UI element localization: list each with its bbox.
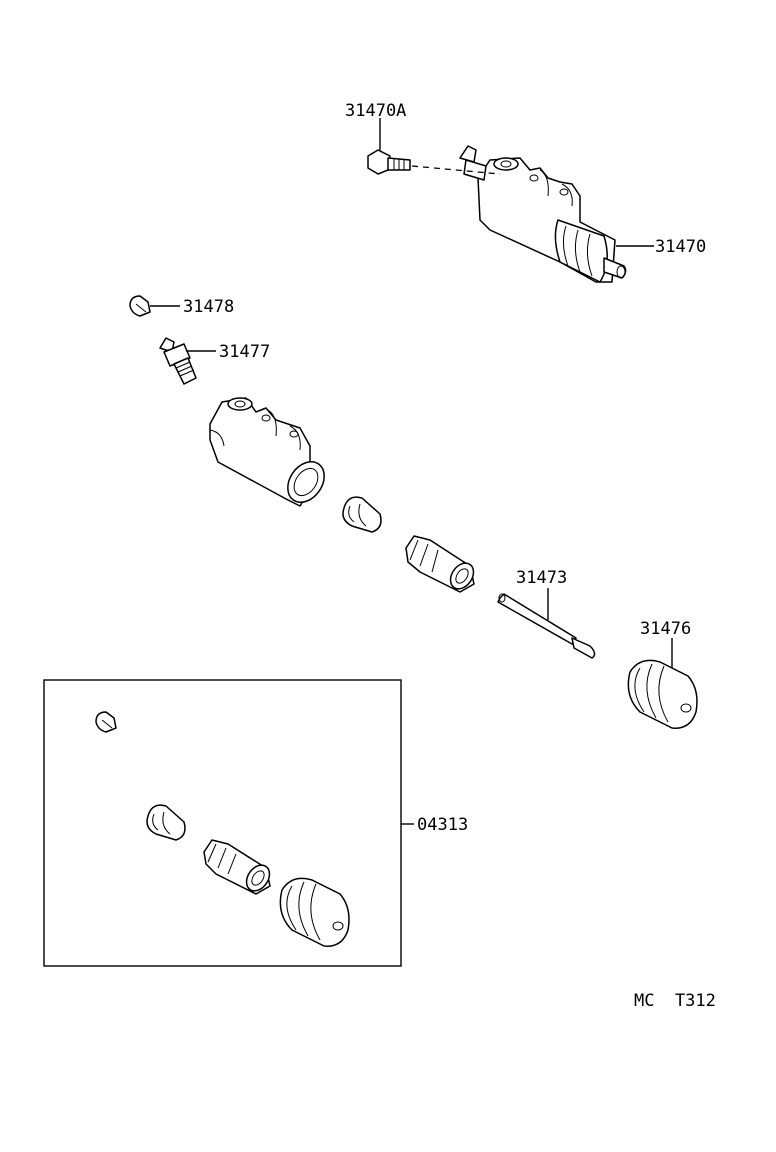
bleeder-plug-31477	[159, 337, 197, 385]
kit-bleeder-cap	[95, 711, 117, 733]
label-31478: 31478	[183, 297, 234, 317]
bleeder-cap-31478	[129, 295, 151, 317]
label-31473: 31473	[516, 568, 567, 588]
kit-piston	[203, 839, 271, 895]
label-04313: 04313	[417, 815, 468, 835]
kit-piston-cup	[146, 804, 186, 841]
label-31477: 31477	[219, 342, 270, 362]
label-31476: 31476	[640, 619, 691, 639]
union-bolt-31470A	[367, 149, 411, 175]
piston	[405, 535, 475, 593]
push-rod-31473	[497, 593, 596, 659]
repair-kit-box	[43, 679, 402, 967]
cylinder-body	[209, 397, 325, 507]
kit-boot	[279, 877, 350, 947]
label-31470: 31470	[655, 237, 706, 257]
diagram-code: MC T312	[634, 991, 716, 1011]
piston-cup	[342, 496, 382, 533]
boot-31476	[627, 659, 698, 729]
clutch-release-cylinder-assembly	[459, 145, 627, 283]
bolt-alignment-line	[411, 165, 501, 175]
label-31470A: 31470A	[345, 101, 406, 121]
